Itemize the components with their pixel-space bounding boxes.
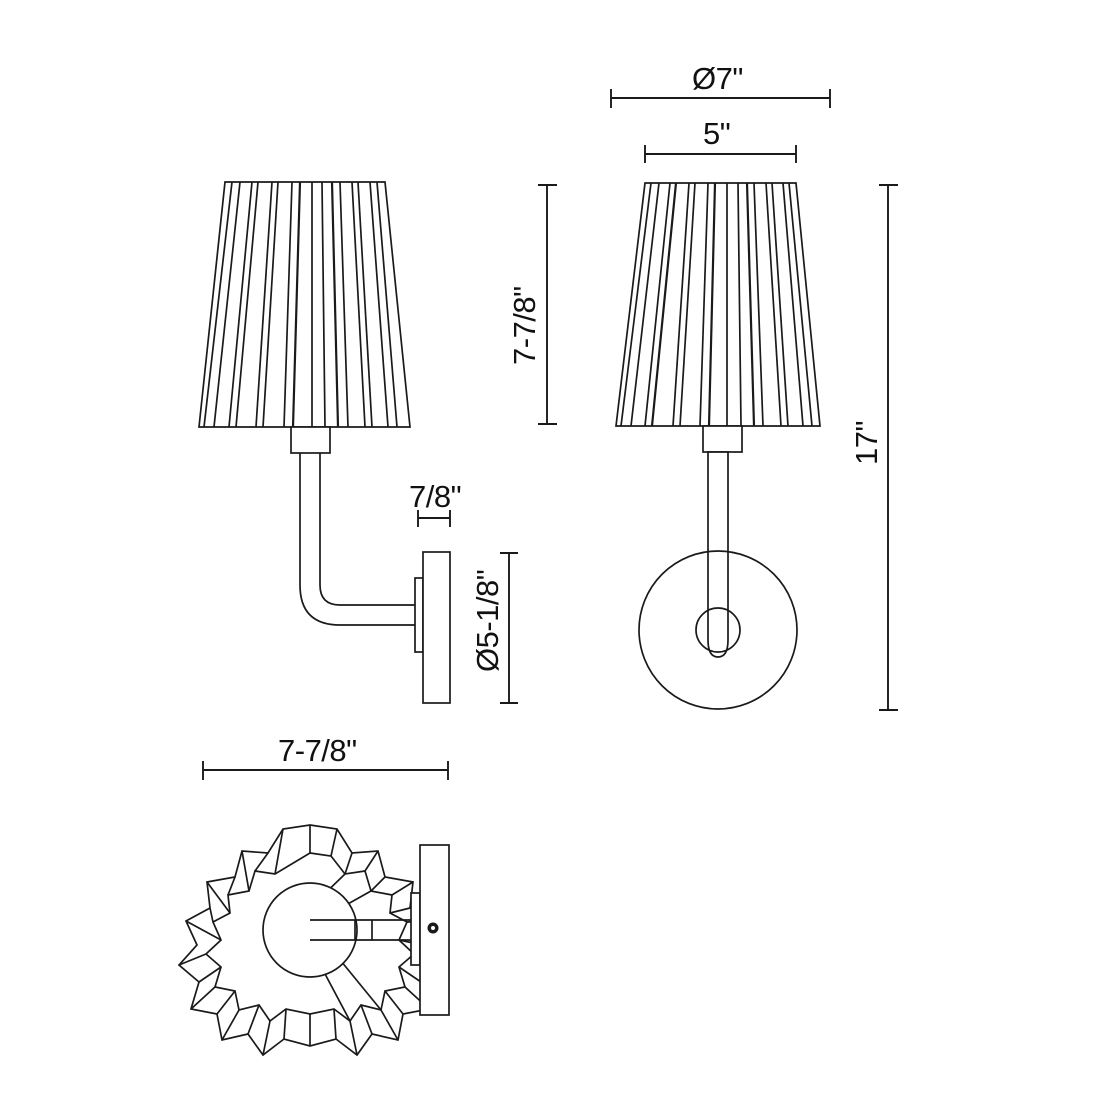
- side-shade-pleats: [203, 181, 398, 428]
- front-elevation-view: [615, 182, 821, 710]
- dim-label-overall-height: 17": [849, 421, 884, 465]
- dimension-lines: [202, 89, 898, 780]
- dim-backplate-depth: [417, 510, 451, 527]
- dim-backplate-diameter: [500, 552, 518, 704]
- dim-label-backplate-diameter: Ø5-1/8": [470, 569, 505, 672]
- dim-shade-height: [538, 184, 557, 425]
- dim-label-shade-bottom-diameter: 5": [703, 116, 731, 151]
- dim-overall-depth: [202, 761, 449, 780]
- dim-overall-height: [879, 184, 898, 711]
- dim-shade-bottom-diameter: [644, 145, 797, 163]
- top-plan-view: [177, 824, 450, 1057]
- front-shade-pleats: [620, 182, 813, 427]
- dim-label-backplate-depth: 7/8": [409, 479, 462, 514]
- dim-label-shade-height: 7-7/8": [507, 286, 542, 365]
- dim-shade-top-diameter: [610, 89, 831, 108]
- side-elevation-view: [198, 181, 451, 704]
- dim-label-shade-top-diameter: Ø7": [692, 61, 743, 96]
- dim-label-overall-depth: 7-7/8": [278, 733, 357, 768]
